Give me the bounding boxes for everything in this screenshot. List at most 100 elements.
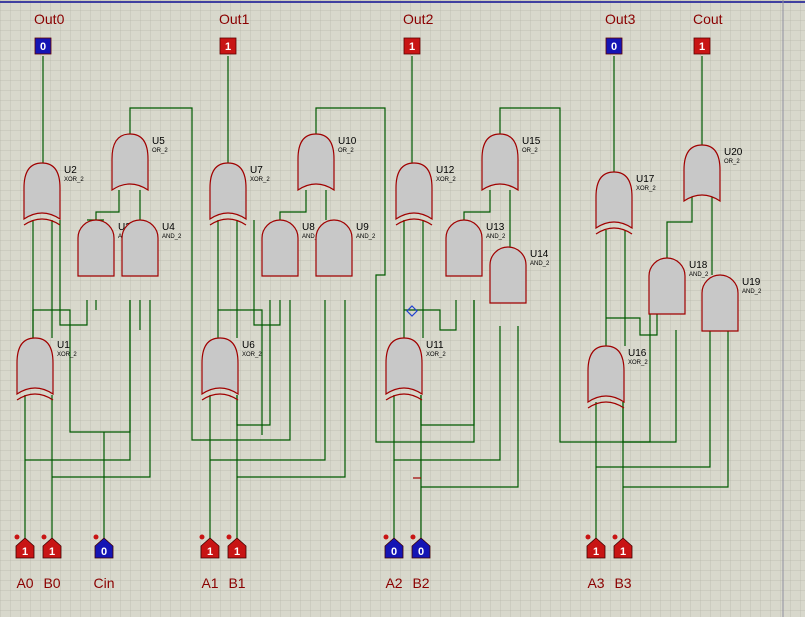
xor-gate-body <box>16 337 54 396</box>
xor-input-arc <box>209 218 247 226</box>
gate-name: U2 <box>64 165 77 176</box>
output-value: 1 <box>699 41 705 53</box>
input-toggle-b3[interactable]: 1B3 <box>612 534 633 592</box>
wire-11 <box>25 300 131 461</box>
output-probe-out1[interactable]: Out1 1 <box>219 11 250 55</box>
output-state-box <box>34 37 52 55</box>
output-probe-cout[interactable]: Cout 1 <box>693 11 723 55</box>
output-value: 0 <box>611 41 617 53</box>
wire-23 <box>218 309 263 435</box>
output-state-box <box>605 37 623 55</box>
or-gate-body <box>111 133 149 192</box>
wire-40 <box>499 107 677 443</box>
wire-28 <box>279 190 307 220</box>
input-state-box <box>94 537 114 559</box>
gate-name: U8 <box>302 222 315 233</box>
probe-marker <box>406 305 418 317</box>
gate-layer: U1XOR_2U2XOR_2U3AND_2U4AND_2U5OR_2U6XOR_… <box>16 133 762 409</box>
wire-41 <box>463 190 491 220</box>
wire-8 <box>59 220 88 326</box>
output-label: Out2 <box>403 11 434 27</box>
input-toggle-b2[interactable]: 0B2 <box>410 534 431 592</box>
wire-37 <box>420 300 475 426</box>
and-gate-body <box>701 274 739 332</box>
toggle-dot-icon <box>226 534 232 540</box>
wire-52 <box>666 196 693 258</box>
input-toggle-a2[interactable]: 0A2 <box>383 534 404 592</box>
gate-name: U17 <box>636 174 655 185</box>
gate-name: U7 <box>250 165 263 176</box>
gate-type: XOR_2 <box>628 360 648 366</box>
gate-name: U6 <box>242 340 255 351</box>
output-state-box <box>403 37 421 55</box>
wire-13 <box>129 107 291 441</box>
wire-24 <box>236 300 271 426</box>
or-gate-body <box>297 133 335 192</box>
output-label: Out1 <box>219 11 250 27</box>
input-label: Cin <box>93 575 114 591</box>
wire-48 <box>606 310 658 336</box>
input-toggle-a1[interactable]: 1A1 <box>199 534 220 592</box>
wire-36 <box>404 300 457 331</box>
input-value: 1 <box>49 546 55 558</box>
input-value: 0 <box>101 546 107 558</box>
toggle-dot-icon <box>14 534 20 540</box>
gate-type: AND_2 <box>162 234 182 240</box>
gate-type: AND_2 <box>742 289 762 295</box>
input-state-box <box>15 537 35 559</box>
input-label: B2 <box>412 575 429 591</box>
input-toggle-b1[interactable]: 1B1 <box>226 534 247 592</box>
wire-25 <box>210 300 326 461</box>
output-state-box <box>219 37 237 55</box>
toggle-dot-icon <box>383 534 389 540</box>
gate-type: AND_2 <box>302 234 322 240</box>
input-toggle-a0[interactable]: 1A0 <box>14 534 35 592</box>
wire-38 <box>394 326 501 461</box>
gate-name: U14 <box>530 249 549 260</box>
toggle-dot-icon <box>199 534 205 540</box>
input-state-box <box>42 537 62 559</box>
input-toggle-b0[interactable]: 1B0 <box>41 534 62 592</box>
input-value: 1 <box>593 546 599 558</box>
or-gate-body <box>683 144 721 203</box>
input-label: B0 <box>43 575 60 591</box>
gate-type: AND_2 <box>486 234 506 240</box>
and-gate-body <box>489 246 527 304</box>
wire-layer <box>24 56 729 540</box>
gate-type: XOR_2 <box>242 352 262 358</box>
wire-50 <box>596 328 711 468</box>
xor-input-arc <box>395 218 433 226</box>
output-value: 1 <box>225 41 231 53</box>
output-label: Cout <box>693 11 723 27</box>
input-value: 1 <box>22 546 28 558</box>
input-state-box <box>613 537 633 559</box>
toggle-dot-icon <box>612 534 618 540</box>
input-toggle-a3[interactable]: 1A3 <box>585 534 606 592</box>
and-gate-body <box>315 219 353 277</box>
input-label: A0 <box>16 575 33 591</box>
gate-type: AND_2 <box>530 261 550 267</box>
